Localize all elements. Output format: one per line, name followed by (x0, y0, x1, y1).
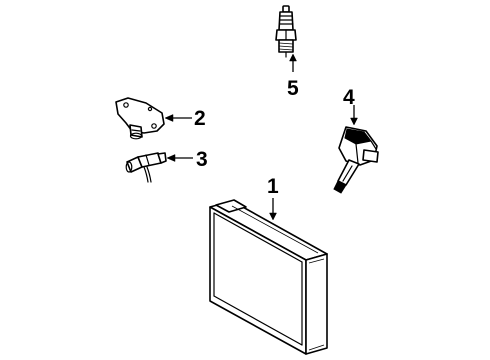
callout-3-leader (166, 154, 193, 162)
ignition-coil-part (333, 126, 379, 194)
callout-2-label: 2 (194, 107, 206, 130)
callout-1-leader (269, 198, 277, 221)
callout-3-label: 3 (196, 148, 208, 171)
callout-1-label: 1 (267, 175, 279, 198)
callout-5-label: 5 (287, 77, 299, 100)
spark-plug-part (275, 5, 297, 58)
position-sensor-part (125, 152, 167, 183)
callout-5-leader (289, 53, 297, 72)
engine-control-module-part (209, 199, 328, 355)
callout-4-label: 4 (343, 86, 355, 109)
callout-4-leader (350, 105, 358, 126)
sensor-bracket-part (115, 97, 165, 140)
callout-2-leader (164, 114, 192, 122)
